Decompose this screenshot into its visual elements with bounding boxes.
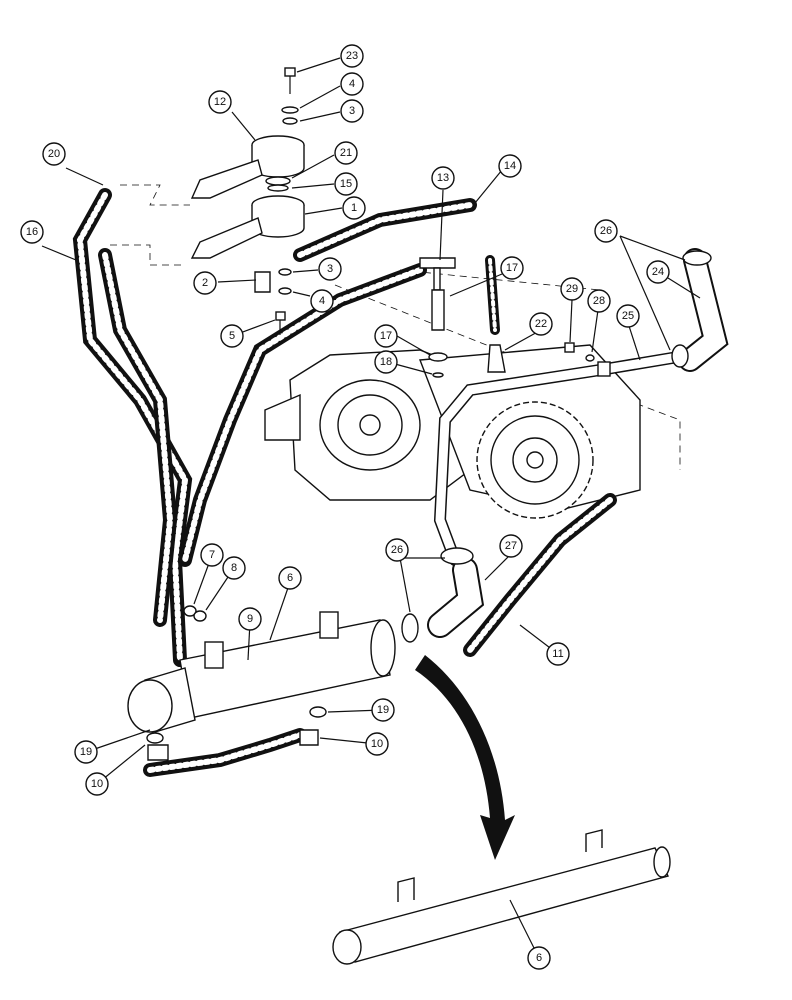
svg-text:10: 10 [91, 778, 103, 790]
svg-text:12: 12 [214, 96, 226, 108]
callout-10b: 10 [85, 772, 109, 796]
svg-text:18: 18 [380, 356, 392, 368]
svg-text:19: 19 [377, 704, 389, 716]
callout-25: 25 [616, 304, 640, 328]
callout-21: 21 [334, 141, 358, 165]
callout-3b: 3 [318, 257, 342, 281]
svg-text:24: 24 [652, 266, 664, 278]
drive-sprocket [476, 401, 594, 519]
svg-text:3: 3 [349, 105, 355, 117]
svg-text:21: 21 [340, 147, 352, 159]
callout-8: 8 [222, 556, 246, 580]
callout-12: 12 [208, 90, 232, 114]
hardware [146, 67, 595, 761]
callout-13: 13 [431, 166, 455, 190]
adapter-12 [190, 135, 305, 199]
leader-lines [41, 57, 701, 959]
callout-1: 1 [342, 196, 366, 220]
callout-19: 19 [371, 698, 395, 722]
svg-text:26: 26 [391, 544, 403, 556]
callouts: 23 4 3 12 21 20 15 1 13 14 16 3 17 26 2 … [20, 44, 670, 970]
oil-cooler [127, 611, 396, 733]
callout-17b: 17 [374, 324, 398, 348]
svg-text:17: 17 [506, 262, 518, 274]
svg-text:2: 2 [202, 277, 208, 289]
callout-15: 15 [334, 172, 358, 196]
callout-10: 10 [365, 732, 389, 756]
callout-26b: 26 [385, 538, 409, 562]
svg-text:28: 28 [593, 295, 605, 307]
svg-text:8: 8 [231, 562, 237, 574]
svg-text:10: 10 [371, 738, 383, 750]
svg-text:29: 29 [566, 283, 578, 295]
callout-6: 6 [278, 566, 302, 590]
callout-20: 20 [42, 142, 66, 166]
callout-9: 9 [238, 607, 262, 631]
svg-text:14: 14 [504, 160, 516, 172]
callout-2: 2 [193, 271, 217, 295]
svg-text:16: 16 [26, 226, 38, 238]
callout-4: 4 [340, 72, 364, 96]
callout-18: 18 [374, 350, 398, 374]
callout-19b: 19 [74, 740, 98, 764]
svg-text:19: 19 [80, 746, 92, 758]
callout-24: 24 [646, 260, 670, 284]
callout-16: 16 [20, 220, 44, 244]
svg-text:4: 4 [319, 295, 325, 307]
callout-5: 5 [220, 324, 244, 348]
svg-text:7: 7 [209, 549, 215, 561]
svg-text:17: 17 [380, 330, 392, 342]
svg-text:13: 13 [437, 172, 449, 184]
svg-text:27: 27 [505, 540, 517, 552]
svg-text:22: 22 [535, 318, 547, 330]
callout-4b: 4 [310, 289, 334, 313]
callout-17: 17 [500, 256, 524, 280]
adapter-1 [190, 195, 305, 259]
callout-26: 26 [594, 219, 618, 243]
callout-3: 3 [340, 99, 364, 123]
callout-28: 28 [587, 289, 611, 313]
detail-arrow [415, 655, 515, 860]
svg-text:1: 1 [351, 202, 357, 214]
hoses [72, 188, 617, 777]
svg-text:15: 15 [340, 178, 352, 190]
svg-text:4: 4 [349, 78, 355, 90]
detail-tube [332, 829, 671, 965]
elbow-hose-27 [401, 547, 485, 643]
elbow-hose-24 [671, 248, 729, 372]
callout-14: 14 [498, 154, 522, 178]
svg-text:26: 26 [600, 225, 612, 237]
svg-text:6: 6 [287, 572, 293, 584]
callout-6b: 6 [527, 946, 551, 970]
callout-7: 7 [200, 543, 224, 567]
svg-text:11: 11 [552, 648, 563, 660]
callout-11: 11 [546, 642, 570, 666]
svg-text:25: 25 [622, 310, 634, 322]
svg-text:5: 5 [229, 330, 235, 342]
svg-text:20: 20 [48, 148, 60, 160]
callout-29: 29 [560, 277, 584, 301]
svg-text:6: 6 [536, 952, 542, 964]
callout-23: 23 [340, 44, 364, 68]
svg-text:3: 3 [327, 263, 333, 275]
cooler-tube-25 [433, 349, 696, 566]
svg-text:9: 9 [247, 613, 253, 625]
svg-text:23: 23 [346, 50, 358, 62]
callout-22: 22 [529, 312, 553, 336]
callout-27: 27 [499, 534, 523, 558]
